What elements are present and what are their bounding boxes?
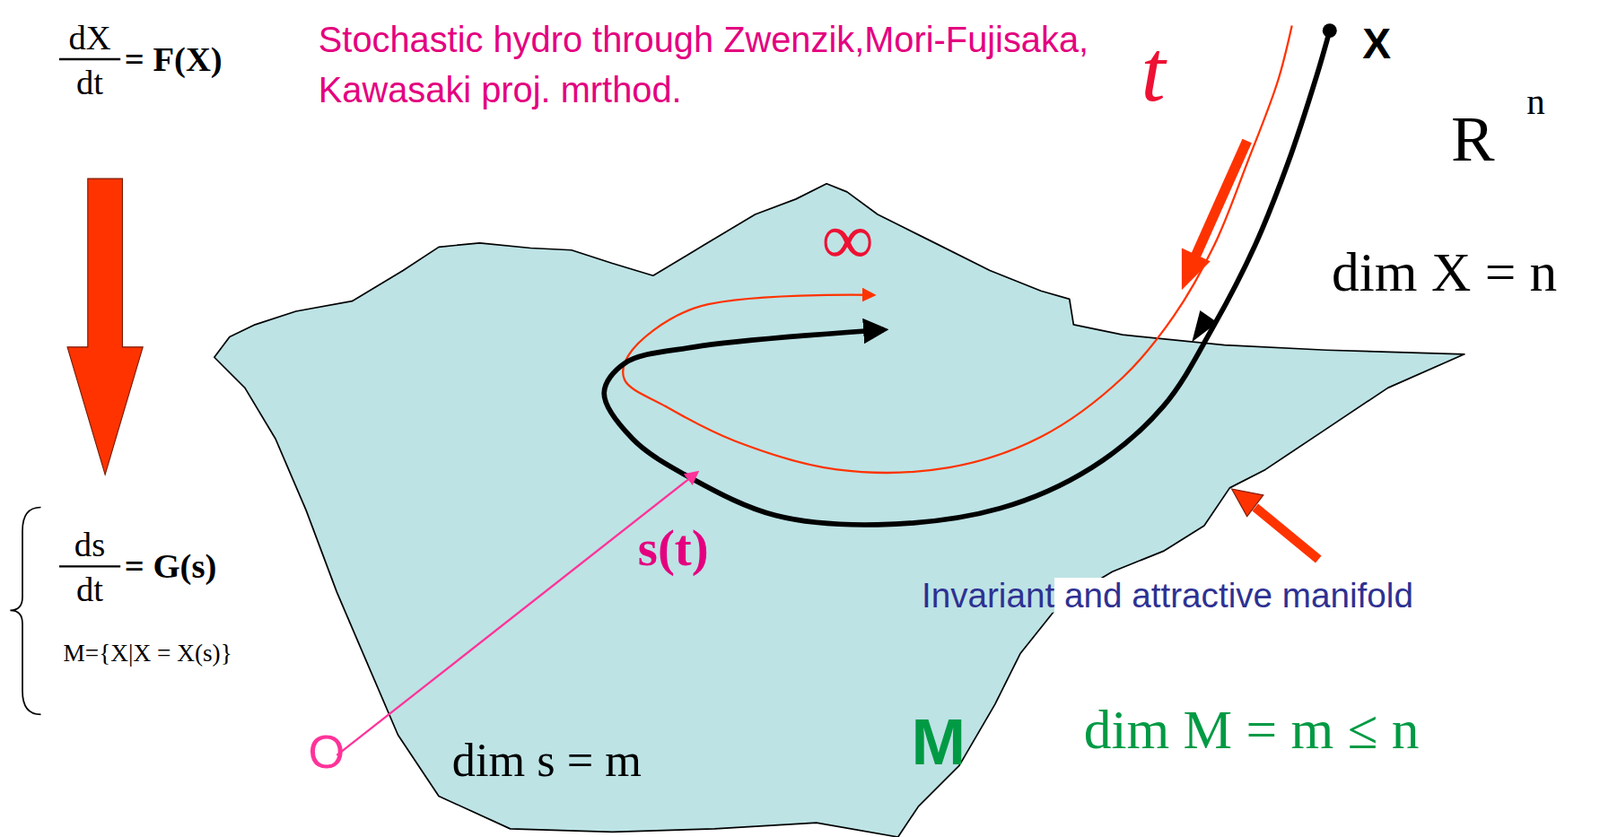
- fraction-denominator: dt: [59, 572, 121, 608]
- equation-rhs: = F(X): [124, 42, 223, 78]
- noisy-trajectory: [622, 25, 1292, 473]
- fraction-numerator: ds: [59, 527, 121, 563]
- trajectory: [603, 30, 1330, 525]
- dimension-label: dim M = m ≤ n: [1084, 702, 1420, 758]
- equation-rhs: = G(s): [124, 549, 218, 585]
- fraction-numerator: dX: [59, 20, 121, 56]
- system-bracket: [9, 507, 41, 715]
- infinity-symbol: ∞: [821, 201, 874, 276]
- manifold-definition: M={X|X = X(s)}: [63, 641, 233, 666]
- fraction-bar: [59, 58, 121, 61]
- time-symbol: t: [1140, 26, 1165, 115]
- time-arrowhead: [1181, 247, 1211, 290]
- fraction-denominator: dt: [59, 65, 121, 101]
- dimension-label: dim s = m: [452, 736, 642, 784]
- trajectory-arrowhead: [1191, 310, 1217, 342]
- state-symbol: X: [1362, 22, 1391, 66]
- note-text: Stochastic hydro through Zwenzik,Mori-Fu…: [318, 14, 1136, 115]
- position-vector: [336, 472, 697, 756]
- space-symbol: R: [1451, 105, 1496, 172]
- origin-label: O: [307, 727, 345, 775]
- manifold-caption: Invariant and attractive manifold: [921, 577, 1414, 613]
- dimension-label: dim X = n: [1331, 244, 1557, 300]
- fraction-bar: [59, 565, 121, 568]
- pointer-arrowhead: [1232, 489, 1264, 517]
- manifold-symbol: M: [911, 709, 967, 776]
- start-point: [1322, 23, 1338, 38]
- invariant-manifold: [214, 183, 1465, 837]
- pointer-arrow-shaft: [1255, 507, 1320, 560]
- space-exponent: n: [1526, 83, 1545, 121]
- coordinate-label: s(t): [638, 523, 709, 575]
- projection-arrow: [67, 178, 143, 475]
- time-arrow-shaft: [1196, 140, 1248, 255]
